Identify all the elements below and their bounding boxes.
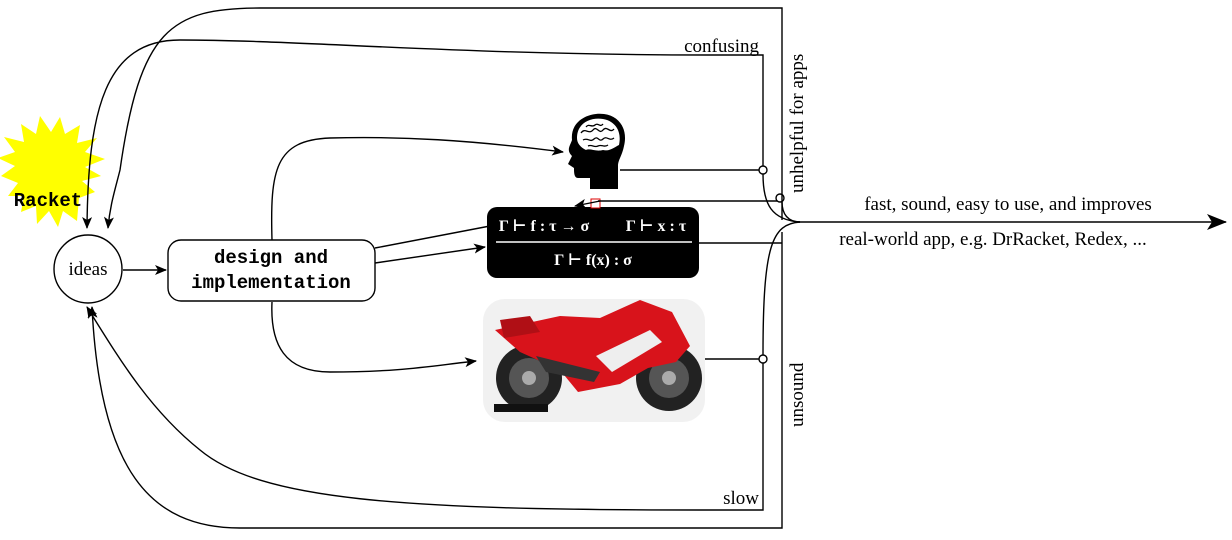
rule-premise-left: Γ ⊢ f : τ → σ [499, 218, 590, 235]
design-label-line1: design and [214, 247, 328, 269]
motorcycle-junction [758, 354, 768, 364]
unhelpful-feedback-arrow [103, 7, 783, 229]
design-to-rule-line [374, 225, 491, 249]
rule-conclusion: Γ ⊢ f(x) : σ [554, 252, 632, 269]
unhelpful-label: unhelpful for apps [787, 54, 808, 193]
rule-top-arrow [574, 198, 601, 209]
design-implementation-node: design and implementation [167, 239, 376, 302]
racket-starburst: Racket [0, 116, 105, 227]
design-to-motorcycle-arrow [271, 301, 477, 373]
brain-head-icon [568, 113, 626, 189]
rule-junction [775, 193, 785, 203]
output-label-line2: real-world app, e.g. DrRacket, Redex, ..… [839, 229, 1147, 250]
rule-premise-right: Γ ⊢ x : τ [626, 218, 687, 235]
motorcycle-merge-curve [762, 221, 801, 356]
unsound-feedback-arrow [87, 232, 783, 529]
racket-label: Racket [14, 190, 82, 212]
brain-junction [758, 165, 768, 175]
confusing-feedback-arrow [82, 39, 764, 229]
confusing-label: confusing [684, 36, 759, 57]
motorcycle-image [483, 299, 705, 422]
design-label-line2: implementation [191, 272, 351, 294]
starburst-icon [0, 116, 105, 227]
design-to-rule-arrow [374, 243, 486, 264]
slow-label: slow [723, 488, 759, 509]
ideas-node: ideas [53, 234, 123, 304]
slow-feedback-arrow [86, 306, 764, 511]
ideas-label: ideas [68, 259, 107, 280]
design-to-brain-arrow [270, 136, 564, 241]
unsound-label: unsound [787, 362, 808, 427]
output-label-line1: fast, sound, easy to use, and improves [864, 194, 1152, 215]
typing-rule-box: Γ ⊢ f : τ → σ Γ ⊢ x : τ Γ ⊢ f(x) : σ [487, 198, 699, 278]
